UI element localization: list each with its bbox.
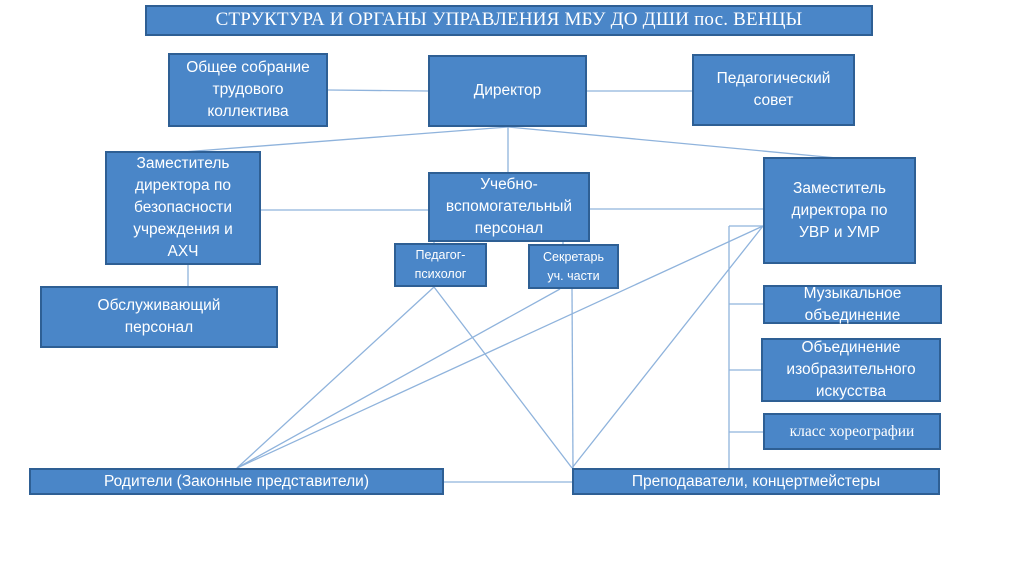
node-general-meeting: Общее собрание трудового коллектива [168,53,328,127]
node-deputy-safety: Заместитель директора по безопасности уч… [105,151,261,265]
node-parents: Родители (Законные представители) [29,468,444,495]
connector [327,89,429,92]
connector [236,225,764,469]
node-secretary: Секретарь уч. части [528,244,619,289]
connector [236,288,561,469]
node-art-dept: Объединение изобразительного искусства [761,338,941,402]
node-pedagogical-council: Педагогический совет [692,54,855,126]
node-support-staff: Учебно- вспомогательный персонал [428,172,590,242]
connector [236,286,435,469]
diagram-title: СТРУКТУРА И ОРГАНЫ УПРАВЛЕНИЯ МБУ ДО ДШИ… [145,5,873,36]
node-director: Директор [428,55,587,127]
connector [571,288,574,469]
node-choreo-class: класс хореографии [763,413,941,450]
node-service-staff: Обслуживающий персонал [40,286,278,348]
connector [182,126,509,153]
node-teachers: Преподаватели, концертмейстеры [572,468,940,495]
connector [507,126,838,159]
connector [433,286,573,469]
node-music-dept: Музыкальное объединение [763,285,942,324]
node-deputy-uvr: Заместитель директора по УВР и УМР [763,157,916,264]
connector [571,225,764,469]
node-psychologist: Педагог- психолог [394,243,487,287]
